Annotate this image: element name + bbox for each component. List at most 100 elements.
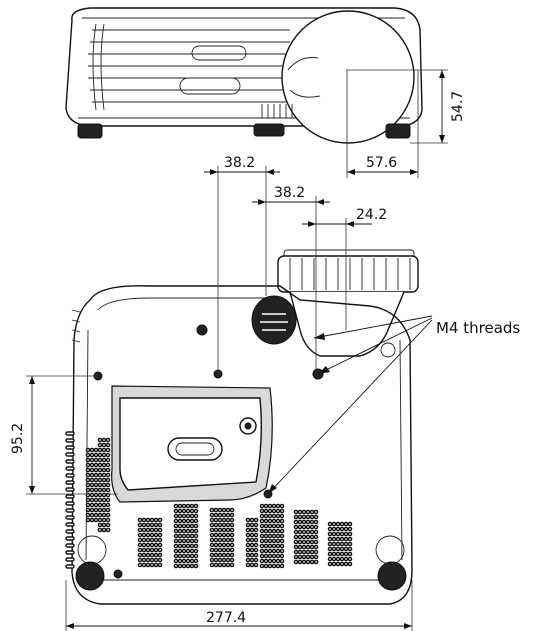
- vent-hole: [335, 536, 341, 542]
- vent-hole: [173, 533, 179, 539]
- vent-hole: [343, 556, 349, 562]
- vent-hole: [259, 563, 265, 569]
- vent-hole: [209, 532, 215, 538]
- vent-hole: [177, 548, 183, 554]
- vent-hole: [97, 452, 103, 458]
- vent-hole: [97, 502, 103, 508]
- vent-hole: [221, 517, 227, 523]
- vent-hole: [101, 487, 107, 493]
- vent-hole: [339, 556, 345, 562]
- vent-hole: [275, 553, 281, 559]
- vent-hole: [105, 447, 111, 453]
- side-vent-slot: [65, 543, 75, 548]
- vent-hole: [89, 477, 95, 483]
- vent-hole: [313, 534, 319, 540]
- vent-hole: [263, 518, 269, 524]
- vent-hole: [145, 532, 151, 538]
- vent-hole: [221, 507, 227, 513]
- vent-hole: [229, 557, 235, 563]
- vent-hole: [279, 518, 285, 524]
- vent-hole: [177, 533, 183, 539]
- dim-label-24-2: 24.2: [356, 207, 387, 223]
- vent-hole: [297, 549, 303, 555]
- vent-hole: [85, 467, 91, 473]
- vent-hole: [173, 563, 179, 569]
- vent-hole: [85, 482, 91, 488]
- vent-hole: [293, 514, 299, 520]
- vent-hole: [335, 561, 341, 567]
- vent-hole: [185, 523, 191, 529]
- vent-hole: [305, 509, 311, 515]
- vent-hole: [141, 527, 147, 533]
- vent-hole: [313, 554, 319, 560]
- vent-hole: [145, 547, 151, 553]
- vent-hole: [263, 513, 269, 519]
- vent-hole: [225, 562, 231, 568]
- vent-hole: [301, 549, 307, 555]
- vent-hole: [157, 542, 163, 548]
- vent-hole: [181, 538, 187, 544]
- vent-hole: [149, 532, 155, 538]
- vent-hole: [339, 546, 345, 552]
- vent-hole: [229, 527, 235, 533]
- vent-hole: [153, 537, 159, 543]
- vent-hole: [347, 541, 353, 547]
- vent-hole: [335, 526, 341, 532]
- threads-leader-lines: [267, 315, 433, 495]
- vent-hole: [173, 523, 179, 529]
- vent-hole: [93, 517, 99, 523]
- vent-hole: [343, 531, 349, 537]
- vent-hole: [145, 562, 151, 568]
- vent-hole: [275, 518, 281, 524]
- vent-hole: [193, 558, 199, 564]
- vent-hole: [267, 528, 273, 534]
- vent-hole: [245, 552, 251, 558]
- ir-sensor: [191, 45, 247, 61]
- vent-hole: [141, 552, 147, 558]
- vent-hole: [297, 539, 303, 545]
- vent-hole: [347, 561, 353, 567]
- vent-hole: [97, 482, 103, 488]
- vent-hole: [97, 437, 103, 443]
- dim-label-57-6: 57.6: [366, 155, 397, 171]
- front-foot-right: [385, 123, 411, 139]
- vent-hole: [105, 442, 111, 448]
- side-vent-slot: [65, 522, 75, 527]
- vent-hole: [221, 512, 227, 518]
- vent-hole: [339, 531, 345, 537]
- vent-hole: [185, 538, 191, 544]
- vent-hole: [105, 517, 111, 523]
- vent-hole: [221, 547, 227, 553]
- vent-hole: [85, 487, 91, 493]
- vent-hole: [101, 502, 107, 508]
- vent-hole: [313, 524, 319, 530]
- vent-hole: [93, 472, 99, 478]
- vent-hole: [327, 521, 333, 527]
- vent-hole: [225, 512, 231, 518]
- vent-hole: [217, 562, 223, 568]
- vent-hole: [263, 503, 269, 509]
- vent-hole: [305, 539, 311, 545]
- vent-hole: [267, 533, 273, 539]
- vent-hole: [293, 524, 299, 530]
- vent-hole: [149, 562, 155, 568]
- side-vent-slot: [65, 487, 75, 492]
- vent-hole: [221, 537, 227, 543]
- vent-hole: [189, 503, 195, 509]
- vent-hole: [105, 502, 111, 508]
- vent-hole: [221, 552, 227, 558]
- vent-hole: [271, 523, 277, 529]
- vent-hole: [97, 462, 103, 468]
- vent-hole: [249, 522, 255, 528]
- vent-hole: [181, 508, 187, 514]
- vent-hole: [177, 523, 183, 529]
- vent-hole: [181, 553, 187, 559]
- vent-hole: [267, 553, 273, 559]
- vent-hole: [339, 561, 345, 567]
- vent-hole: [225, 532, 231, 538]
- vent-hole: [245, 532, 251, 538]
- vent-hole: [249, 542, 255, 548]
- vent-hole: [305, 554, 311, 560]
- vent-hole: [259, 548, 265, 554]
- vent-hole: [221, 522, 227, 528]
